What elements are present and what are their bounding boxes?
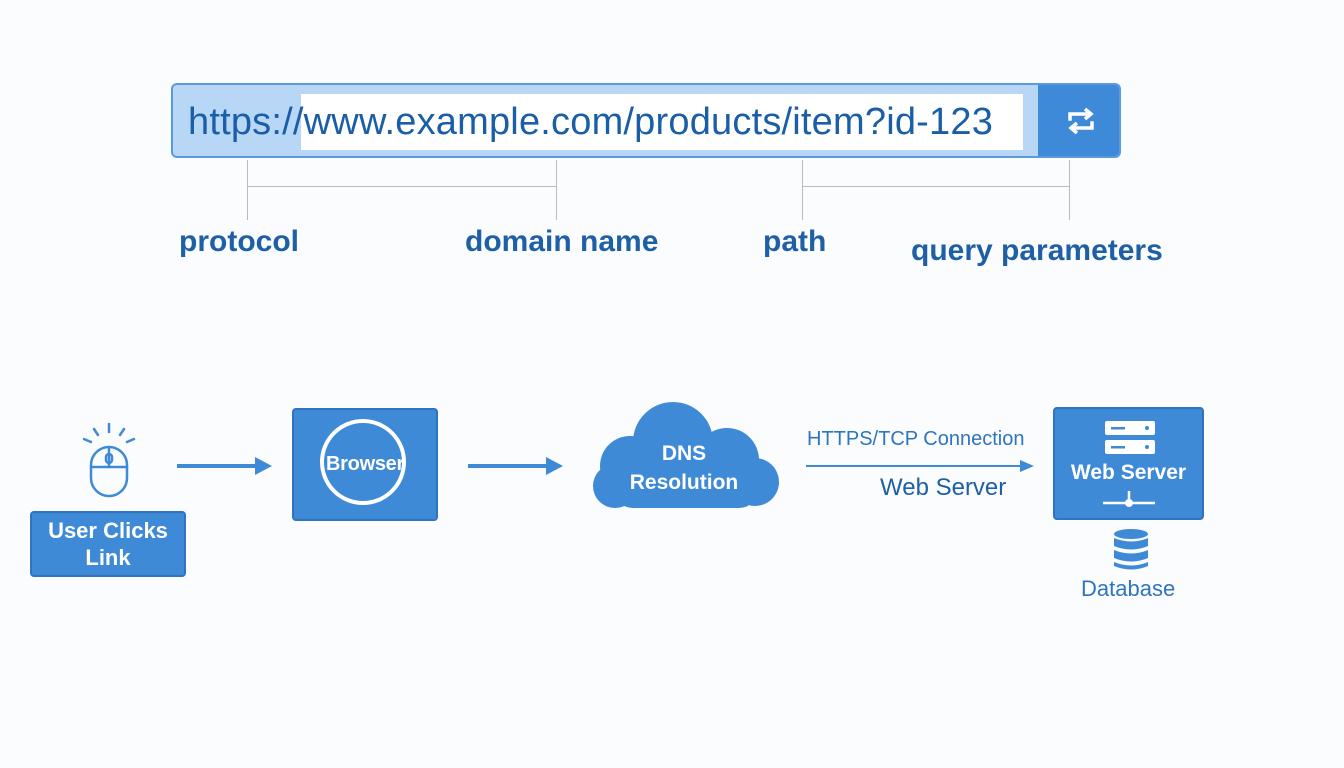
web-server-sub-label: Web Server bbox=[880, 474, 1007, 501]
protocol-domain-bracket bbox=[247, 186, 556, 187]
refresh-button[interactable] bbox=[1038, 85, 1119, 156]
user-clicks-link-box: User Clicks Link bbox=[30, 511, 186, 577]
dns-resolution-label: DNS Resolution bbox=[588, 436, 780, 500]
query-parameters-label: query parameters bbox=[911, 234, 1163, 267]
mouse-click-icon bbox=[82, 422, 136, 498]
dns-label-line1: DNS bbox=[661, 442, 707, 465]
path-label: path bbox=[763, 225, 827, 258]
browser-label: Browser bbox=[326, 453, 404, 475]
query-tick bbox=[1069, 160, 1070, 220]
path-query-bracket bbox=[802, 186, 1069, 187]
domain-tick bbox=[556, 160, 557, 220]
dns-label-line2: Resolution bbox=[629, 471, 739, 494]
browser-ring-icon bbox=[320, 419, 406, 505]
url-bar[interactable]: https://www.example.com/products/item?id… bbox=[171, 83, 1121, 158]
domain-name-label: domain name bbox=[465, 225, 659, 258]
browser-box: Browser bbox=[292, 408, 438, 521]
web-server-box: Web Server bbox=[1053, 407, 1204, 520]
protocol-label: protocol bbox=[179, 225, 299, 258]
arrow-browser-to-dns bbox=[468, 457, 563, 475]
url-highlight bbox=[301, 94, 1023, 150]
url-text[interactable]: https://www.example.com/products/item?id… bbox=[188, 101, 994, 143]
database-icon bbox=[1114, 529, 1148, 570]
network-node-icon bbox=[1103, 491, 1155, 507]
server-icon bbox=[1105, 421, 1155, 454]
path-tick bbox=[802, 160, 803, 220]
protocol-tick bbox=[247, 160, 248, 220]
cloud-icon bbox=[593, 402, 779, 508]
arrow-dns-to-server bbox=[806, 460, 1034, 472]
database-label: Database bbox=[1081, 576, 1176, 601]
web-server-label: Web Server bbox=[1070, 461, 1187, 484]
refresh-icon bbox=[1067, 107, 1094, 134]
connection-label: HTTPS/TCP Connection bbox=[807, 428, 1025, 450]
arrow-user-to-browser bbox=[177, 457, 272, 475]
